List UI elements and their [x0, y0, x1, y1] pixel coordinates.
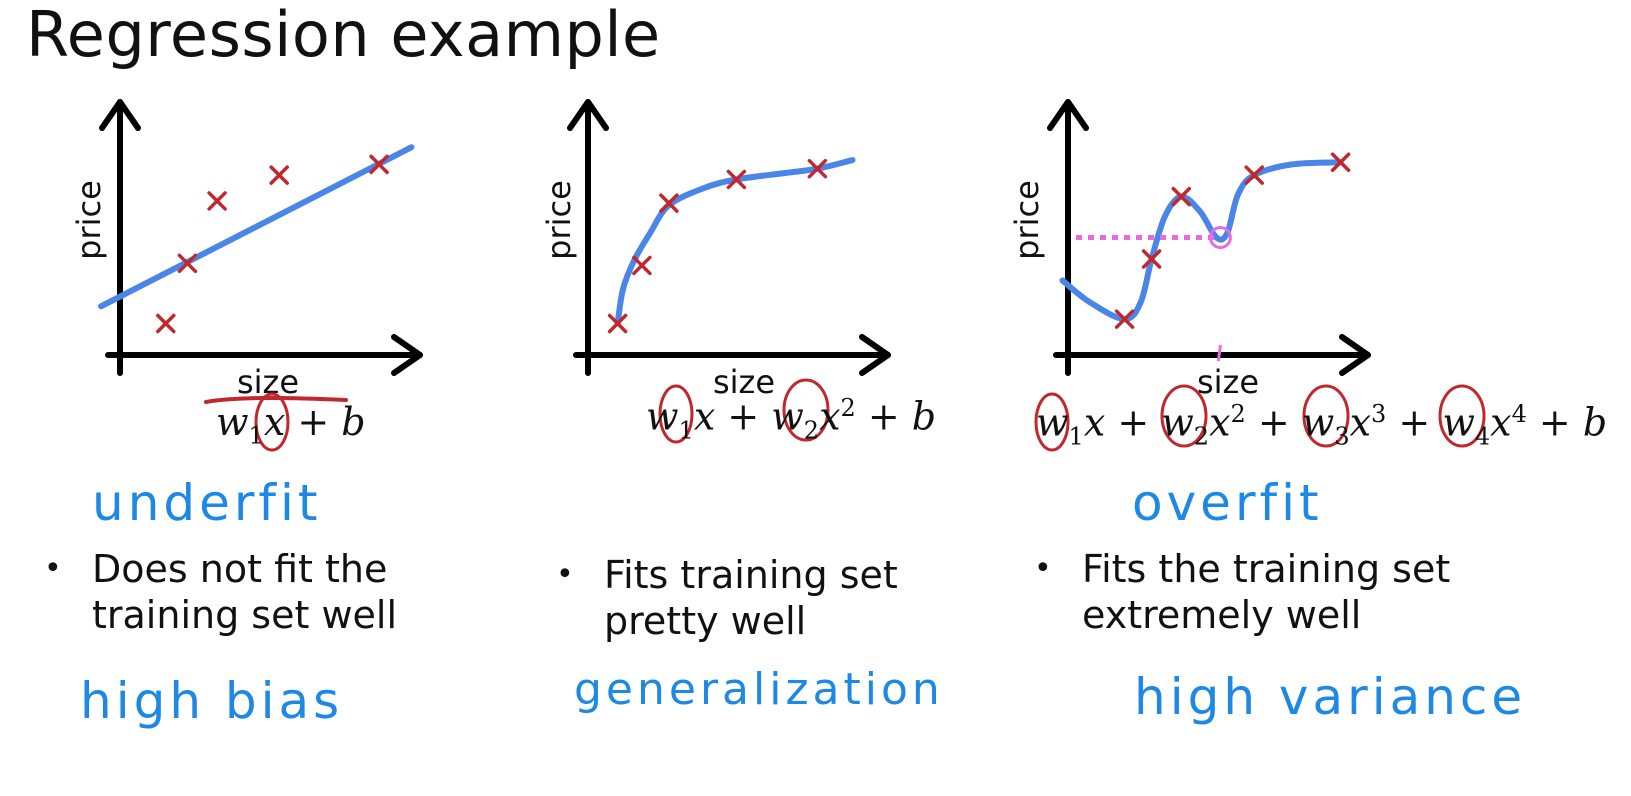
y-axis-arrow	[99, 99, 141, 131]
data-point	[156, 313, 176, 334]
tag-high-bias: high bias	[80, 672, 344, 730]
label-underfit: underfit	[92, 474, 322, 532]
data-point	[1330, 152, 1351, 172]
bullet-dot: •	[556, 557, 574, 592]
label-overfit: overfit	[1132, 474, 1323, 532]
equation-term-circle	[1034, 392, 1070, 452]
data-point	[607, 313, 628, 334]
data-point	[1114, 309, 1135, 329]
bullet-line: Fits training set	[604, 553, 898, 597]
bullet-dot: •	[44, 551, 62, 586]
data-point	[807, 158, 828, 179]
bullet-line: Does not fit the	[92, 547, 388, 591]
bullet-line: extremely well	[1082, 593, 1362, 637]
fit-curve	[1059, 159, 1344, 323]
tag-generalization: generalization	[574, 664, 944, 715]
x-axis-arrow	[1339, 334, 1371, 376]
fit-curve	[98, 144, 415, 310]
x-axis-label: size	[713, 363, 775, 401]
bullet-overfit: • Fits the training set extremely well	[1034, 546, 1451, 638]
x-axis-label: size	[1197, 363, 1259, 401]
overfit-x-tick	[1216, 344, 1222, 362]
data-point	[1244, 165, 1264, 185]
data-point	[726, 169, 747, 190]
bullet-underfit: • Does not fit the training set well	[44, 546, 398, 638]
y-axis-label: price	[70, 180, 108, 260]
data-point	[207, 191, 227, 211]
data-point	[177, 253, 198, 274]
y-axis-arrow	[1047, 99, 1089, 131]
equation-term-circle	[782, 378, 830, 442]
page-title: Regression example	[26, 0, 661, 71]
bullet-line: pretty well	[604, 599, 807, 643]
equation-term-circle	[254, 392, 290, 452]
data-point	[1171, 186, 1192, 207]
equation-just-right: w1x + w2x2 + b	[646, 394, 937, 445]
tag-high-variance: high variance	[1134, 668, 1527, 726]
data-point	[632, 255, 652, 276]
bullet-line: Fits the training set	[1082, 547, 1451, 591]
underfit-size-underline	[204, 396, 348, 404]
equation-underfit: w1x + b	[216, 400, 366, 450]
fit-curve	[614, 157, 856, 327]
data-point	[369, 154, 389, 175]
equation-term-circle	[1302, 384, 1350, 448]
y-axis-arrow	[567, 99, 609, 131]
equation-overfit: w1x + w2x2 + w3x3 + w4x4 + b	[1036, 400, 1608, 451]
x-axis-arrow	[859, 334, 891, 376]
bullet-just-right: • Fits training set pretty well	[556, 552, 898, 644]
x-axis-arrow	[391, 334, 423, 376]
data-point	[659, 193, 679, 213]
y-axis-label: price	[1008, 180, 1046, 260]
equation-term-circle	[1438, 384, 1486, 448]
data-point	[269, 165, 289, 185]
data-point	[1141, 249, 1162, 269]
bullet-line: training set well	[92, 593, 398, 637]
y-axis-label: price	[540, 180, 578, 260]
equation-term-circle	[658, 384, 694, 444]
overfit-dip-circle	[1208, 226, 1232, 249]
bullet-dot: •	[1034, 551, 1052, 586]
equation-term-circle	[1160, 384, 1208, 448]
